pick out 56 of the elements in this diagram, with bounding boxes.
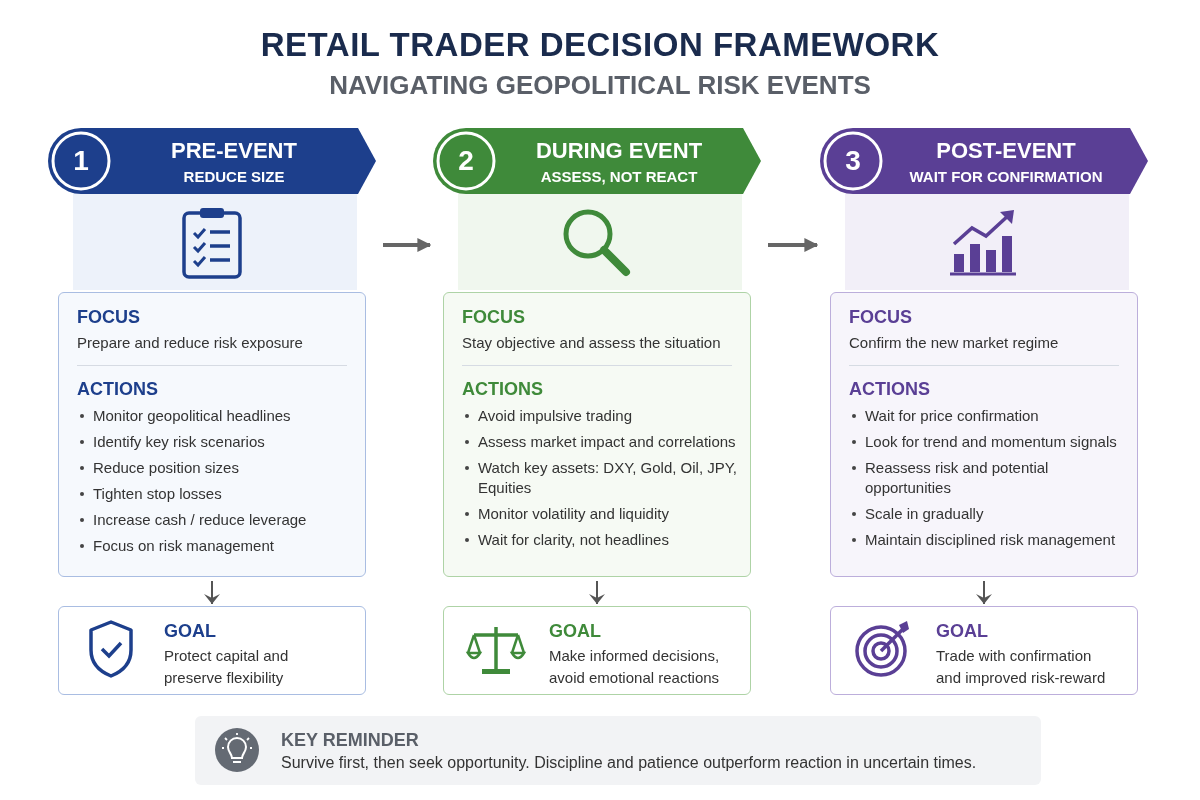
action-item: Monitor geopolitical headlines — [77, 406, 365, 426]
stage-subtitle: REDUCE SIZE — [182, 168, 286, 185]
info-card — [830, 292, 1138, 577]
stage-subtitle: ASSESS, NOT REACT — [539, 168, 699, 185]
section-heading: ACTIONS — [462, 379, 543, 400]
reminder-heading: KEY REMINDER — [281, 730, 419, 751]
action-item: Avoid impulsive trading — [462, 406, 750, 426]
reminder-card — [195, 716, 1041, 785]
action-item: Focus on risk management — [77, 536, 365, 556]
action-item: Maintain disciplined risk management — [849, 530, 1137, 550]
action-item: Assess market impact and correlations — [462, 432, 750, 452]
goal-heading: GOAL — [549, 621, 601, 642]
action-item: Tighten stop losses — [77, 484, 365, 504]
action-item: Wait for clarity, not headlines — [462, 530, 750, 550]
reminder-text: Survive first, then seek opportunity. Discipline and patience outperform reaction in uncertain times. — [281, 754, 978, 772]
chevron-arrow — [976, 580, 992, 605]
stage-title: PRE-EVENT — [170, 138, 298, 164]
chevron-arrow — [204, 580, 220, 605]
section-heading: FOCUS — [77, 307, 140, 328]
goal-card — [443, 606, 751, 695]
goal-heading: GOAL — [936, 621, 988, 642]
goal-text: Trade with confirmation and improved risk-reward — [936, 646, 1107, 688]
goal-card — [830, 606, 1138, 695]
focus-text: Stay objective and assess the situation — [462, 333, 722, 353]
goal-text: Protect capital and preserve flexibility — [164, 646, 290, 688]
arrow — [768, 238, 819, 252]
chevron-arrow — [589, 580, 605, 605]
arrow — [383, 238, 432, 252]
action-item: Scale in gradually — [849, 504, 1137, 524]
goal-text: Make informed decisions, avoid emotional reactions — [549, 646, 721, 688]
action-item: Wait for price confirmation — [849, 406, 1137, 426]
focus-text: Confirm the new market regime — [849, 333, 1060, 353]
section-heading: ACTIONS — [77, 379, 158, 400]
goal-card — [58, 606, 366, 695]
action-item: Watch key assets: DXY, Gold, Oil, JPY, Equities — [462, 458, 750, 498]
step-number: 2 — [457, 145, 475, 177]
info-card — [443, 292, 751, 577]
step-number: 1 — [72, 145, 90, 177]
stage-title: DURING EVENT — [534, 138, 704, 164]
title: RETAIL TRADER DECISION FRAMEWORK — [259, 26, 941, 64]
subtitle: NAVIGATING GEOPOLITICAL RISK EVENTS — [328, 70, 872, 101]
stage-title: POST-EVENT — [935, 138, 1077, 164]
action-item: Monitor volatility and liquidity — [462, 504, 750, 524]
stage-subtitle: WAIT FOR CONFIRMATION — [908, 168, 1104, 185]
action-item: Reassess risk and potential opportunities — [849, 458, 1137, 498]
action-item: Increase cash / reduce leverage — [77, 510, 365, 530]
section-heading: ACTIONS — [849, 379, 930, 400]
section-heading: FOCUS — [462, 307, 525, 328]
section-heading: FOCUS — [849, 307, 912, 328]
action-item: Reduce position sizes — [77, 458, 365, 478]
info-card — [58, 292, 366, 577]
focus-text: Prepare and reduce risk exposure — [77, 333, 304, 353]
goal-heading: GOAL — [164, 621, 216, 642]
action-item: Look for trend and momentum signals — [849, 432, 1137, 452]
step-number: 3 — [844, 145, 862, 177]
action-item: Identify key risk scenarios — [77, 432, 365, 452]
